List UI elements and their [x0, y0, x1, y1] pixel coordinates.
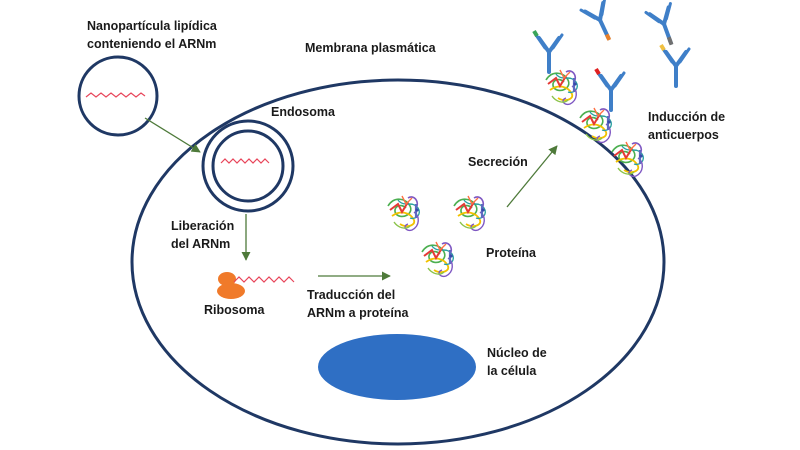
label-membrane: Membrana plasmática: [305, 41, 437, 55]
mrna-strand-endosome: [220, 158, 270, 164]
cell-nucleus: [318, 334, 476, 400]
antibody-y-icon: [659, 43, 691, 88]
antibody-y-icon: [579, 0, 623, 46]
protein-ribbon-icon: [578, 106, 613, 144]
protein-ribbon-icon: [420, 240, 455, 278]
protein-ribbon-icon: [386, 194, 421, 232]
label-release-line2: del ARNm: [171, 237, 230, 251]
ribosome: [217, 272, 245, 299]
endosome: [201, 119, 295, 213]
protein-ribbon-icon: [452, 194, 487, 232]
label-antibody-line2: anticuerpos: [648, 128, 719, 142]
arrow-uptake: [144, 117, 201, 153]
label-secretion: Secreción: [468, 155, 528, 169]
label-antibody-line1: Inducción de: [648, 110, 725, 124]
label-translation-line1: Traducción del: [307, 288, 395, 302]
label-translation-line2: ARNm a proteína: [307, 306, 409, 320]
label-nucleus-line1: Núcleo de: [487, 346, 547, 360]
label-nanoparticle-line2: conteniendo el ARNm: [87, 37, 216, 51]
label-nanoparticle-line1: Nanopartícula lipídica: [87, 19, 218, 33]
antibody-y-icon: [594, 67, 626, 112]
antibody-y-icon: [532, 29, 564, 74]
label-ribosome: Ribosoma: [204, 303, 265, 317]
plasma-membrane: [130, 78, 666, 446]
label-nucleus-line2: la célula: [487, 364, 537, 378]
mrna-strand-ribosome: [233, 276, 295, 283]
antibody-y-icon: [643, 1, 686, 50]
mrna-strand-nanoparticle: [85, 92, 146, 98]
arrow-secretion: [506, 145, 558, 208]
label-protein: Proteína: [486, 246, 537, 260]
protein-ribbon-icon: [544, 68, 579, 106]
label-endosome: Endosoma: [271, 105, 336, 119]
lipid-nanoparticle: [77, 55, 159, 137]
label-release-line1: Liberación: [171, 219, 234, 233]
